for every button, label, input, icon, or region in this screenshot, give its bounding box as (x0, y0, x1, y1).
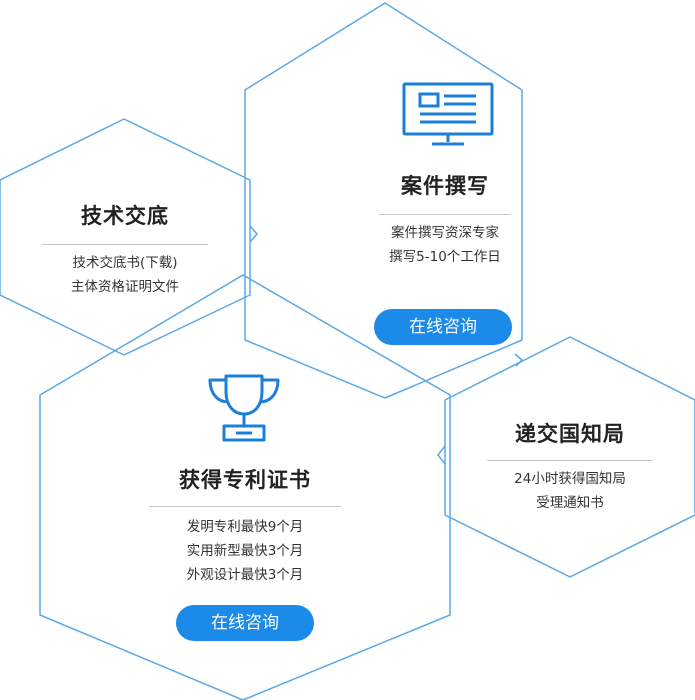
node-title: 递交国知局 (515, 422, 625, 446)
node-line: 主体资格证明文件 (71, 279, 179, 295)
connector-notch-2 (514, 353, 524, 367)
connector-notch-1 (249, 225, 258, 243)
node-line: 外观设计最快3个月 (186, 567, 304, 583)
consult-button-wrapper: 在线咨询 (176, 605, 314, 641)
connector-notch-3 (437, 445, 446, 465)
divider (42, 244, 208, 245)
hexagon-get-certificate (39, 274, 451, 700)
node-case-writing: 案件撰写 案件撰写资深专家 撰写5-10个工作日 (345, 170, 545, 269)
node-line: 实用新型最快3个月 (186, 543, 304, 559)
consult-button[interactable]: 在线咨询 (176, 605, 314, 641)
node-tech-disclosure: 技术交底 技术交底书(下载) 主体资格证明文件 (20, 200, 230, 299)
divider (379, 214, 511, 215)
node-submit-office: 递交国知局 24小时获得国知局 受理通知书 (470, 418, 670, 515)
consult-button-wrapper: 在线咨询 (374, 309, 512, 345)
node-title: 获得专利证书 (179, 468, 311, 492)
node-line: 发明专利最快9个月 (186, 519, 304, 535)
node-line: 24小时获得国知局 (514, 471, 626, 487)
hexagon-tech-disclosure (0, 118, 251, 356)
hexagon-case-writing (244, 2, 523, 399)
node-title: 案件撰写 (401, 174, 489, 198)
node-line: 受理通知书 (536, 495, 604, 511)
monitor-icon (402, 82, 494, 146)
node-line: 撰写5-10个工作日 (389, 249, 501, 265)
node-get-certificate: 获得专利证书 发明专利最快9个月 实用新型最快3个月 外观设计最快3个月 (145, 464, 345, 587)
node-line: 技术交底书(下载) (72, 255, 178, 271)
node-line: 案件撰写资深专家 (391, 225, 499, 241)
hexagon-submit-office (444, 336, 695, 578)
divider (487, 460, 653, 461)
node-title: 技术交底 (81, 204, 169, 228)
trophy-icon (208, 374, 280, 442)
consult-button[interactable]: 在线咨询 (374, 309, 512, 345)
divider (149, 506, 341, 507)
